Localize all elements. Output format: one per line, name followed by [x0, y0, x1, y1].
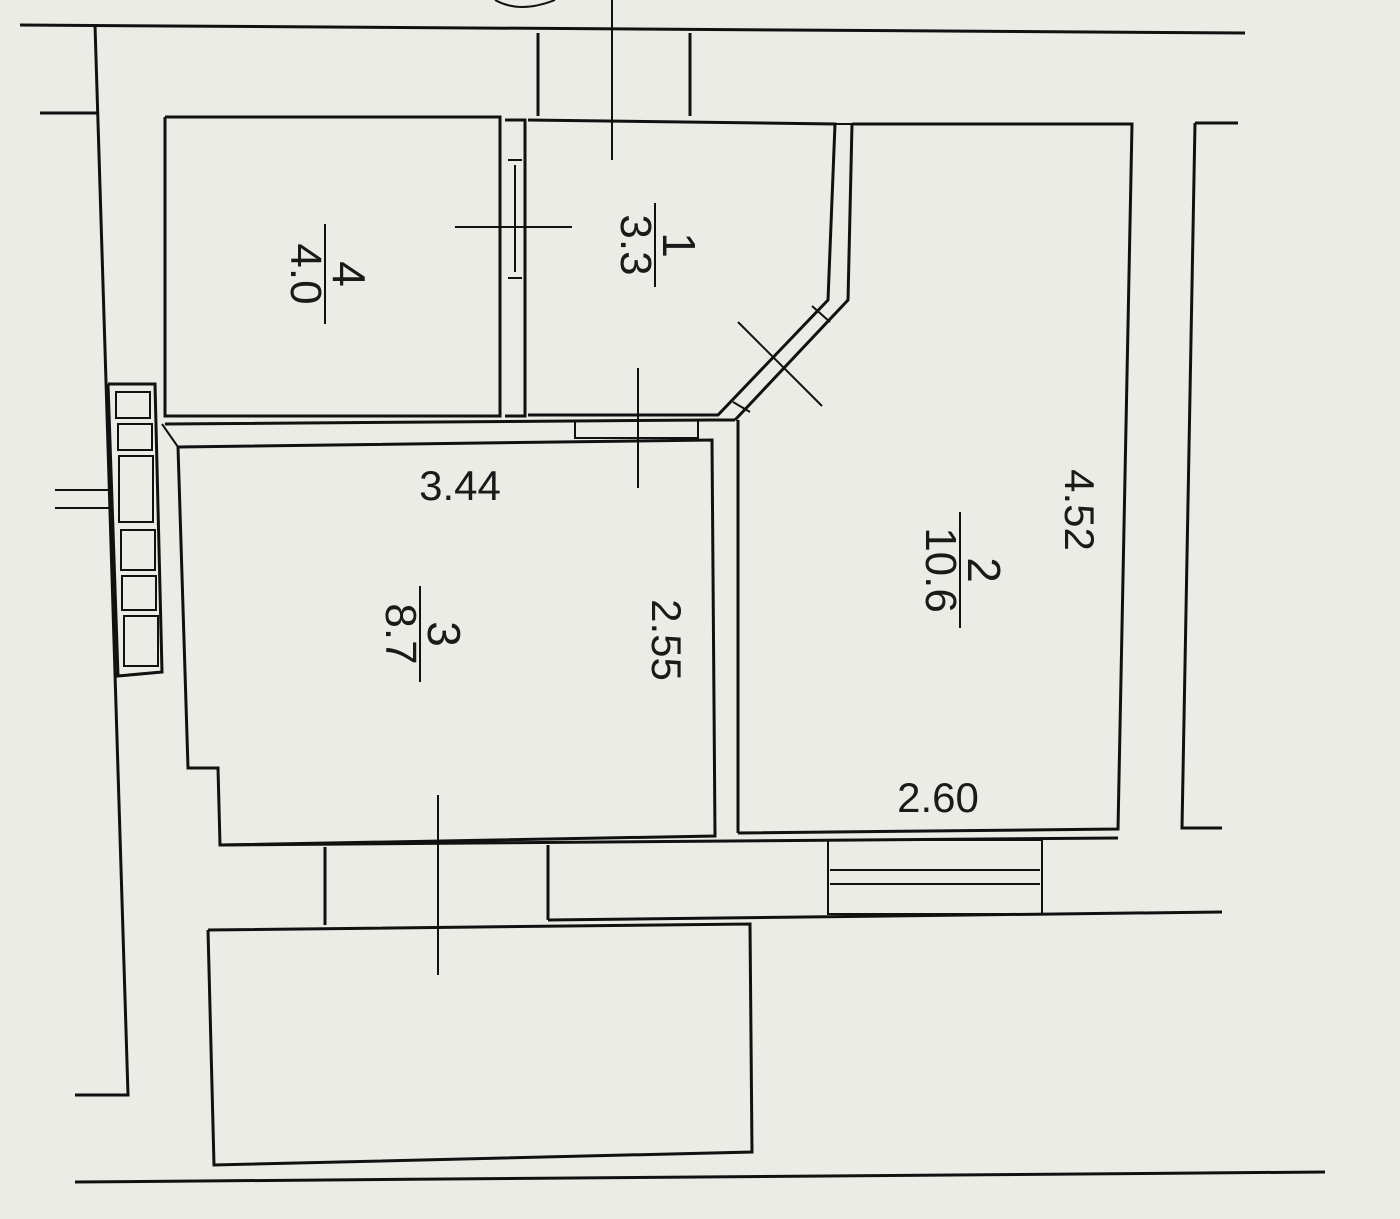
room-label-2: 2 10.6: [916, 512, 1010, 628]
room-area: 4.0: [281, 243, 330, 304]
vent-shaft: [55, 382, 179, 678]
room-label-4: 4 4.0: [281, 224, 375, 324]
room-number: 1: [653, 232, 705, 258]
dimension-room3-width: 3.44: [419, 462, 501, 509]
room-number: 2: [958, 557, 1010, 583]
room-label-1: 1 3.3: [611, 203, 705, 287]
room-number: 4: [323, 261, 375, 287]
bottom-wall: [206, 795, 1223, 1167]
dimension-room2-length: 4.52: [1056, 469, 1103, 551]
room-number: 3: [418, 621, 470, 647]
top-opening: [494, 0, 692, 160]
room-1: [527, 118, 854, 422]
room-4: [163, 115, 502, 418]
room-area: 10.6: [916, 527, 965, 613]
room-2: [736, 122, 1134, 835]
dimension-room3-length: 2.55: [643, 599, 690, 681]
partition-4-1: [455, 118, 572, 418]
room-label-3: 3 8.7: [376, 586, 470, 682]
exterior-walls: [19, 23, 1326, 1184]
room-area: 3.3: [611, 214, 660, 275]
room-area: 8.7: [376, 603, 425, 664]
dimension-room2-width: 2.60: [897, 774, 979, 821]
